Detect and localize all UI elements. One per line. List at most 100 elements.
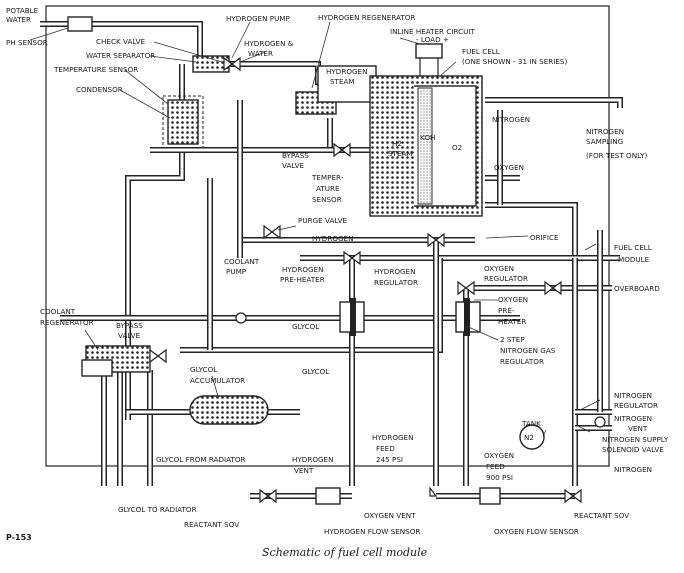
- label-hydrogen-regenerator: HYDROGEN REGENERATOR: [318, 13, 415, 22]
- label-load: - LOAD +: [416, 35, 449, 44]
- label-hydrogen-preheater-2: PRE-HEATER: [280, 275, 325, 284]
- label-hydrogen-steam-2: STEAM: [330, 77, 355, 86]
- label-hydrogen-feed-1: HYDROGEN: [372, 433, 413, 442]
- label-potable-water-1: POTABLE: [6, 6, 39, 15]
- oxygen-preheater-core: [464, 298, 470, 336]
- label-nitrogen-vent-2: VENT: [628, 424, 648, 433]
- label-hydrogen-vent-1: HYDROGEN: [292, 455, 333, 464]
- label-coolant-regenerator-2: REGENERATOR: [40, 318, 94, 327]
- label-bypass-valve-low-2: VALVE: [118, 331, 141, 340]
- bypass-valve-low: [149, 348, 167, 364]
- label-hydrogen-regulator-1: HYDROGEN: [374, 267, 415, 276]
- label-overboard: OVERBOARD: [614, 284, 660, 293]
- label-oxygen-preheater-1: OXYGEN: [498, 295, 528, 304]
- load-wires: [419, 58, 439, 76]
- label-n2: N2: [524, 433, 534, 442]
- label-fuel-cell-module-1: FUEL CELL: [614, 243, 652, 252]
- label-purge-valve: PURGE VALVE: [298, 216, 347, 225]
- label-temperature-sensor: TEMPERATURE SENSOR: [53, 65, 138, 74]
- label-fuel-cell-module-2: MODULE: [618, 255, 650, 264]
- hydrogen-steam-box: [317, 65, 377, 103]
- koh-electrolyte: [417, 87, 433, 205]
- glycol-accumulator: [189, 395, 269, 425]
- oxygen-flow-sensor-box: [479, 487, 501, 505]
- hydrogen-regulator-valve: [343, 250, 361, 266]
- label-water-separator: WATER SEPARATOR: [86, 51, 155, 60]
- hydrogen-flow-sensor-box: [315, 487, 341, 505]
- label-bypass-valve-top-1: BYPASS: [282, 151, 309, 160]
- label-temp-sensor-mid-3: SENSOR: [312, 195, 342, 204]
- label-o2: O2: [452, 143, 462, 152]
- coolant-pump: [235, 312, 247, 324]
- label-potable-water-2: WATER: [6, 15, 31, 24]
- label-oxygen-feed-1: OXYGEN: [484, 451, 514, 460]
- label-oxygen-preheater-3: HEATER: [498, 317, 526, 326]
- module-boundary: [45, 5, 610, 467]
- label-hydrogen-line: HYDROGEN: [312, 234, 353, 243]
- label-nitrogen-supply-2: SOLENOID VALVE: [602, 445, 664, 454]
- label-coolant-pump-2: PUMP: [226, 267, 247, 276]
- label-h2-steam-2: STEAM: [388, 149, 413, 158]
- oxygen-vent-valve: [429, 486, 438, 497]
- ph-sensor-box: [67, 16, 93, 32]
- label-nitrogen-sampling-2: SAMPLING: [586, 137, 623, 146]
- label-hydrogen-feed-2: FEED: [376, 444, 395, 453]
- label-oxygen-regulator-1: OXYGEN: [484, 264, 514, 273]
- condensor-dash-frame: [162, 95, 204, 149]
- overboard-valve: [544, 280, 562, 296]
- label-nitrogen-sampling-1: NITROGEN: [586, 127, 624, 136]
- label-glycol-to-radiator: GLYCOL TO RADIATOR: [118, 505, 197, 514]
- label-hydrogen-steam-1: HYDROGEN: [326, 67, 367, 76]
- label-oxygen-preheater-2: PRE-: [498, 306, 515, 315]
- label-orifice: ORIFICE: [530, 233, 559, 242]
- label-temp-sensor-mid-2: ATURE: [316, 184, 340, 193]
- label-condensor: CONDENSOR: [76, 85, 123, 94]
- label-temp-sensor-mid-1: TEMPER-: [311, 173, 344, 182]
- label-oxygen-feed-3: 900 PSI: [486, 473, 513, 482]
- label-coolant-regenerator-1: COOLANT: [40, 307, 76, 316]
- pipe-network: [40, 21, 623, 499]
- label-bypass-valve-top-2: VALVE: [282, 161, 305, 170]
- label-bypass-valve-low-1: BYPASS: [116, 321, 143, 330]
- label-hydrogen-regulator-2: REGULATOR: [374, 278, 418, 287]
- label-check-valve: CHECK VALVE: [96, 37, 145, 46]
- label-nitrogen-bottom: NITROGEN: [614, 465, 652, 474]
- figure-caption: Schematic of fuel cell module: [262, 546, 428, 559]
- label-two-step-3: REGULATOR: [500, 357, 544, 366]
- label-h2-steam-1: H2: [392, 139, 402, 148]
- reactant-sov-right: [564, 488, 582, 504]
- label-nitrogen-sampling-3: (FOR TEST ONLY): [586, 151, 648, 160]
- label-inline-heater: INLINE HEATER CIRCUIT: [390, 27, 476, 36]
- label-oxygen-feed-2: FEED: [486, 462, 505, 471]
- label-glycol-accumulator-2: ACCUMULATOR: [190, 376, 245, 385]
- valves: [149, 56, 582, 504]
- reactant-sov-left: [259, 488, 277, 504]
- label-glycol-1: GLYCOL: [292, 322, 319, 331]
- hydrogen-preheater-core: [350, 298, 356, 336]
- bypass-valve-top: [333, 142, 351, 158]
- purge-valve: [263, 224, 281, 240]
- check-valve: [223, 56, 241, 72]
- orifice-valve: [427, 232, 445, 248]
- figure-code: P-153: [6, 533, 32, 542]
- condensor-box: [167, 99, 199, 145]
- label-ph-sensor: PH SENSOR: [6, 38, 48, 47]
- load-box: [415, 43, 443, 59]
- label-hydrogen-vent-2: VENT: [294, 466, 314, 475]
- label-hydrogen-preheater-1: HYDROGEN: [282, 265, 323, 274]
- label-nitrogen-regulator-1: NITROGEN: [614, 391, 652, 400]
- labels: POTABLE WATER PH SENSOR CHECK VALVE WATE…: [6, 6, 669, 559]
- hydrogen-chamber: [374, 80, 414, 210]
- label-tank: TANK: [521, 419, 541, 428]
- leader-lines: [29, 21, 601, 435]
- label-hydrogen-feed-3: 245 PSI: [376, 455, 403, 464]
- label-oxygen-flow-sensor: OXYGEN FLOW SENSOR: [494, 527, 579, 536]
- label-fuel-cell-1: FUEL CELL: [462, 47, 500, 56]
- label-nitrogen-top: NITROGEN: [492, 115, 530, 124]
- label-two-step-2: NITROGEN GAS: [500, 346, 556, 355]
- label-hydrogen-flow-sensor: HYDROGEN FLOW SENSOR: [324, 527, 420, 536]
- label-glycol-accumulator-1: GLYCOL: [190, 365, 217, 374]
- oxygen-regulator-valve: [457, 280, 475, 296]
- label-oxygen-vent: OXYGEN VENT: [364, 511, 416, 520]
- label-nitrogen-supply-1: NITROGEN SUPPLY: [602, 435, 669, 444]
